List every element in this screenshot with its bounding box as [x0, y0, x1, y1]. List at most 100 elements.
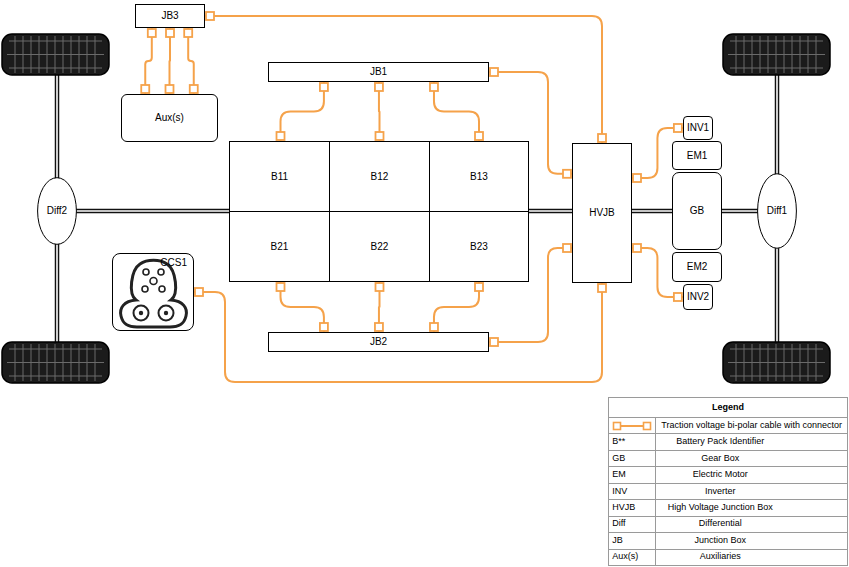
motor-box: EM2 — [672, 252, 722, 282]
battery-pack: B13 — [429, 141, 529, 212]
legend-text-cell: Battery Pack Identifier — [656, 434, 784, 449]
cable-connector — [376, 132, 384, 140]
legend-table: LegendTraction voltage bi-polar cable wi… — [608, 397, 848, 566]
traction-cable — [277, 282, 328, 332]
legend-key-cell: GB — [609, 451, 656, 466]
legend-text-cell: Inverter — [656, 484, 784, 499]
cable-connector — [674, 124, 682, 132]
cable-connector — [563, 244, 571, 252]
node-label: B23 — [470, 241, 488, 253]
legend-row: B** Battery Pack Identifier — [609, 433, 847, 449]
traction-cable — [430, 82, 483, 141]
cable-line — [145, 28, 152, 94]
wheel — [723, 342, 830, 383]
legend-text: High Voltage Junction Box — [668, 503, 773, 513]
node-label: B11 — [271, 171, 288, 183]
legend-row: Aux(s) Auxiliaries — [609, 549, 847, 565]
ellipse-shape — [38, 178, 77, 245]
legend-text-cell: High Voltage Junction Box — [656, 500, 784, 515]
legend-abbreviation: B** — [612, 437, 625, 447]
node-label: GB — [690, 205, 704, 217]
legend-key-cell: INV — [609, 484, 656, 499]
node-label: JB1 — [370, 66, 387, 78]
legend-key-cell: JB — [609, 533, 656, 548]
legend-text: Gear Box — [701, 454, 739, 464]
dc-pin-core — [139, 311, 143, 315]
inverter-box: INV1 — [683, 116, 713, 140]
legend-text: Traction voltage bi-polar cable with con… — [661, 421, 842, 431]
legend-key-cell: B** — [609, 434, 656, 449]
cable-connector — [430, 83, 438, 91]
cable-connector — [633, 244, 641, 252]
legend-key-cell: Diff — [609, 517, 656, 532]
cable-line — [434, 282, 479, 332]
cable-connector — [375, 83, 383, 91]
traction-cable — [375, 282, 384, 332]
legend-abbreviation: Aux(s) — [612, 552, 638, 562]
differential: Diff2 — [37, 177, 77, 245]
cable-connector — [490, 338, 498, 346]
traction-cable — [141, 28, 156, 94]
legend-text: Auxiliaries — [700, 552, 741, 562]
drive-shaft-core — [57, 55, 777, 363]
cable-line — [188, 28, 194, 94]
junction-box: JB1 — [268, 62, 489, 82]
cable-connector — [190, 85, 198, 93]
charging-inlet: CCS1 — [112, 253, 194, 331]
legend-abbreviation: HVJB — [612, 503, 635, 513]
cable-connector — [563, 170, 571, 178]
motor-box: EM1 — [672, 141, 722, 170]
cable-connector — [320, 323, 328, 331]
legend-text: Differential — [699, 519, 742, 529]
cable-line — [169, 28, 172, 94]
node-label: Diff2 — [47, 205, 67, 217]
cable-connector — [320, 83, 328, 91]
node-label: Aux(s) — [155, 112, 184, 124]
cable-connector — [375, 323, 383, 331]
cable-line — [281, 282, 324, 332]
auxiliaries-box: Aux(s) — [121, 94, 218, 142]
traction-cable — [277, 82, 328, 141]
legend-text: Battery Pack Identifier — [676, 437, 764, 447]
legend-title: Legend — [609, 398, 847, 417]
node-label: B13 — [470, 171, 488, 183]
traction-cable — [375, 82, 384, 141]
node-label: B22 — [371, 241, 389, 253]
cable-line — [434, 82, 479, 141]
legend-row: GB Gear Box — [609, 450, 847, 466]
legend-row: Traction voltage bi-polar cable with con… — [609, 417, 847, 433]
node-label: B12 — [371, 171, 389, 183]
legend-key-cell: HVJB — [609, 500, 656, 515]
legend-key-cell — [609, 418, 656, 433]
legend-cable-sample — [612, 421, 652, 431]
cable-connector — [166, 85, 174, 93]
legend-text-cell: Gear Box — [656, 451, 784, 466]
wheel — [2, 34, 109, 75]
legend-text: Junction Box — [694, 536, 746, 546]
cable-connector — [277, 132, 285, 140]
cable-connector — [206, 12, 214, 20]
cable-connector — [633, 174, 641, 182]
drive-shaft — [57, 55, 777, 363]
wheel — [723, 34, 830, 75]
traction-cable — [430, 282, 483, 332]
cable-connector — [644, 422, 651, 429]
ellipse-shape — [758, 174, 797, 248]
legend-text-cell: Auxiliaries — [656, 550, 784, 565]
plug-pin — [159, 286, 165, 292]
battery-pack: B22 — [329, 211, 430, 282]
hv-junction-box: HVJB — [572, 143, 632, 283]
node-label: HVJB — [589, 207, 615, 219]
differential: Diff1 — [757, 173, 797, 249]
node-label: CCS1 — [160, 257, 187, 269]
legend-row: INVInverter — [609, 483, 847, 499]
cable-connector — [674, 293, 682, 301]
cable-line — [281, 82, 324, 141]
battery-pack: B21 — [229, 211, 330, 282]
traction-cable — [184, 28, 198, 94]
junction-box: JB2 — [268, 332, 489, 352]
plug-pin — [158, 269, 164, 275]
cable-connector — [430, 323, 438, 331]
traction-cable — [194, 283, 606, 382]
node-label: JB2 — [370, 336, 387, 348]
